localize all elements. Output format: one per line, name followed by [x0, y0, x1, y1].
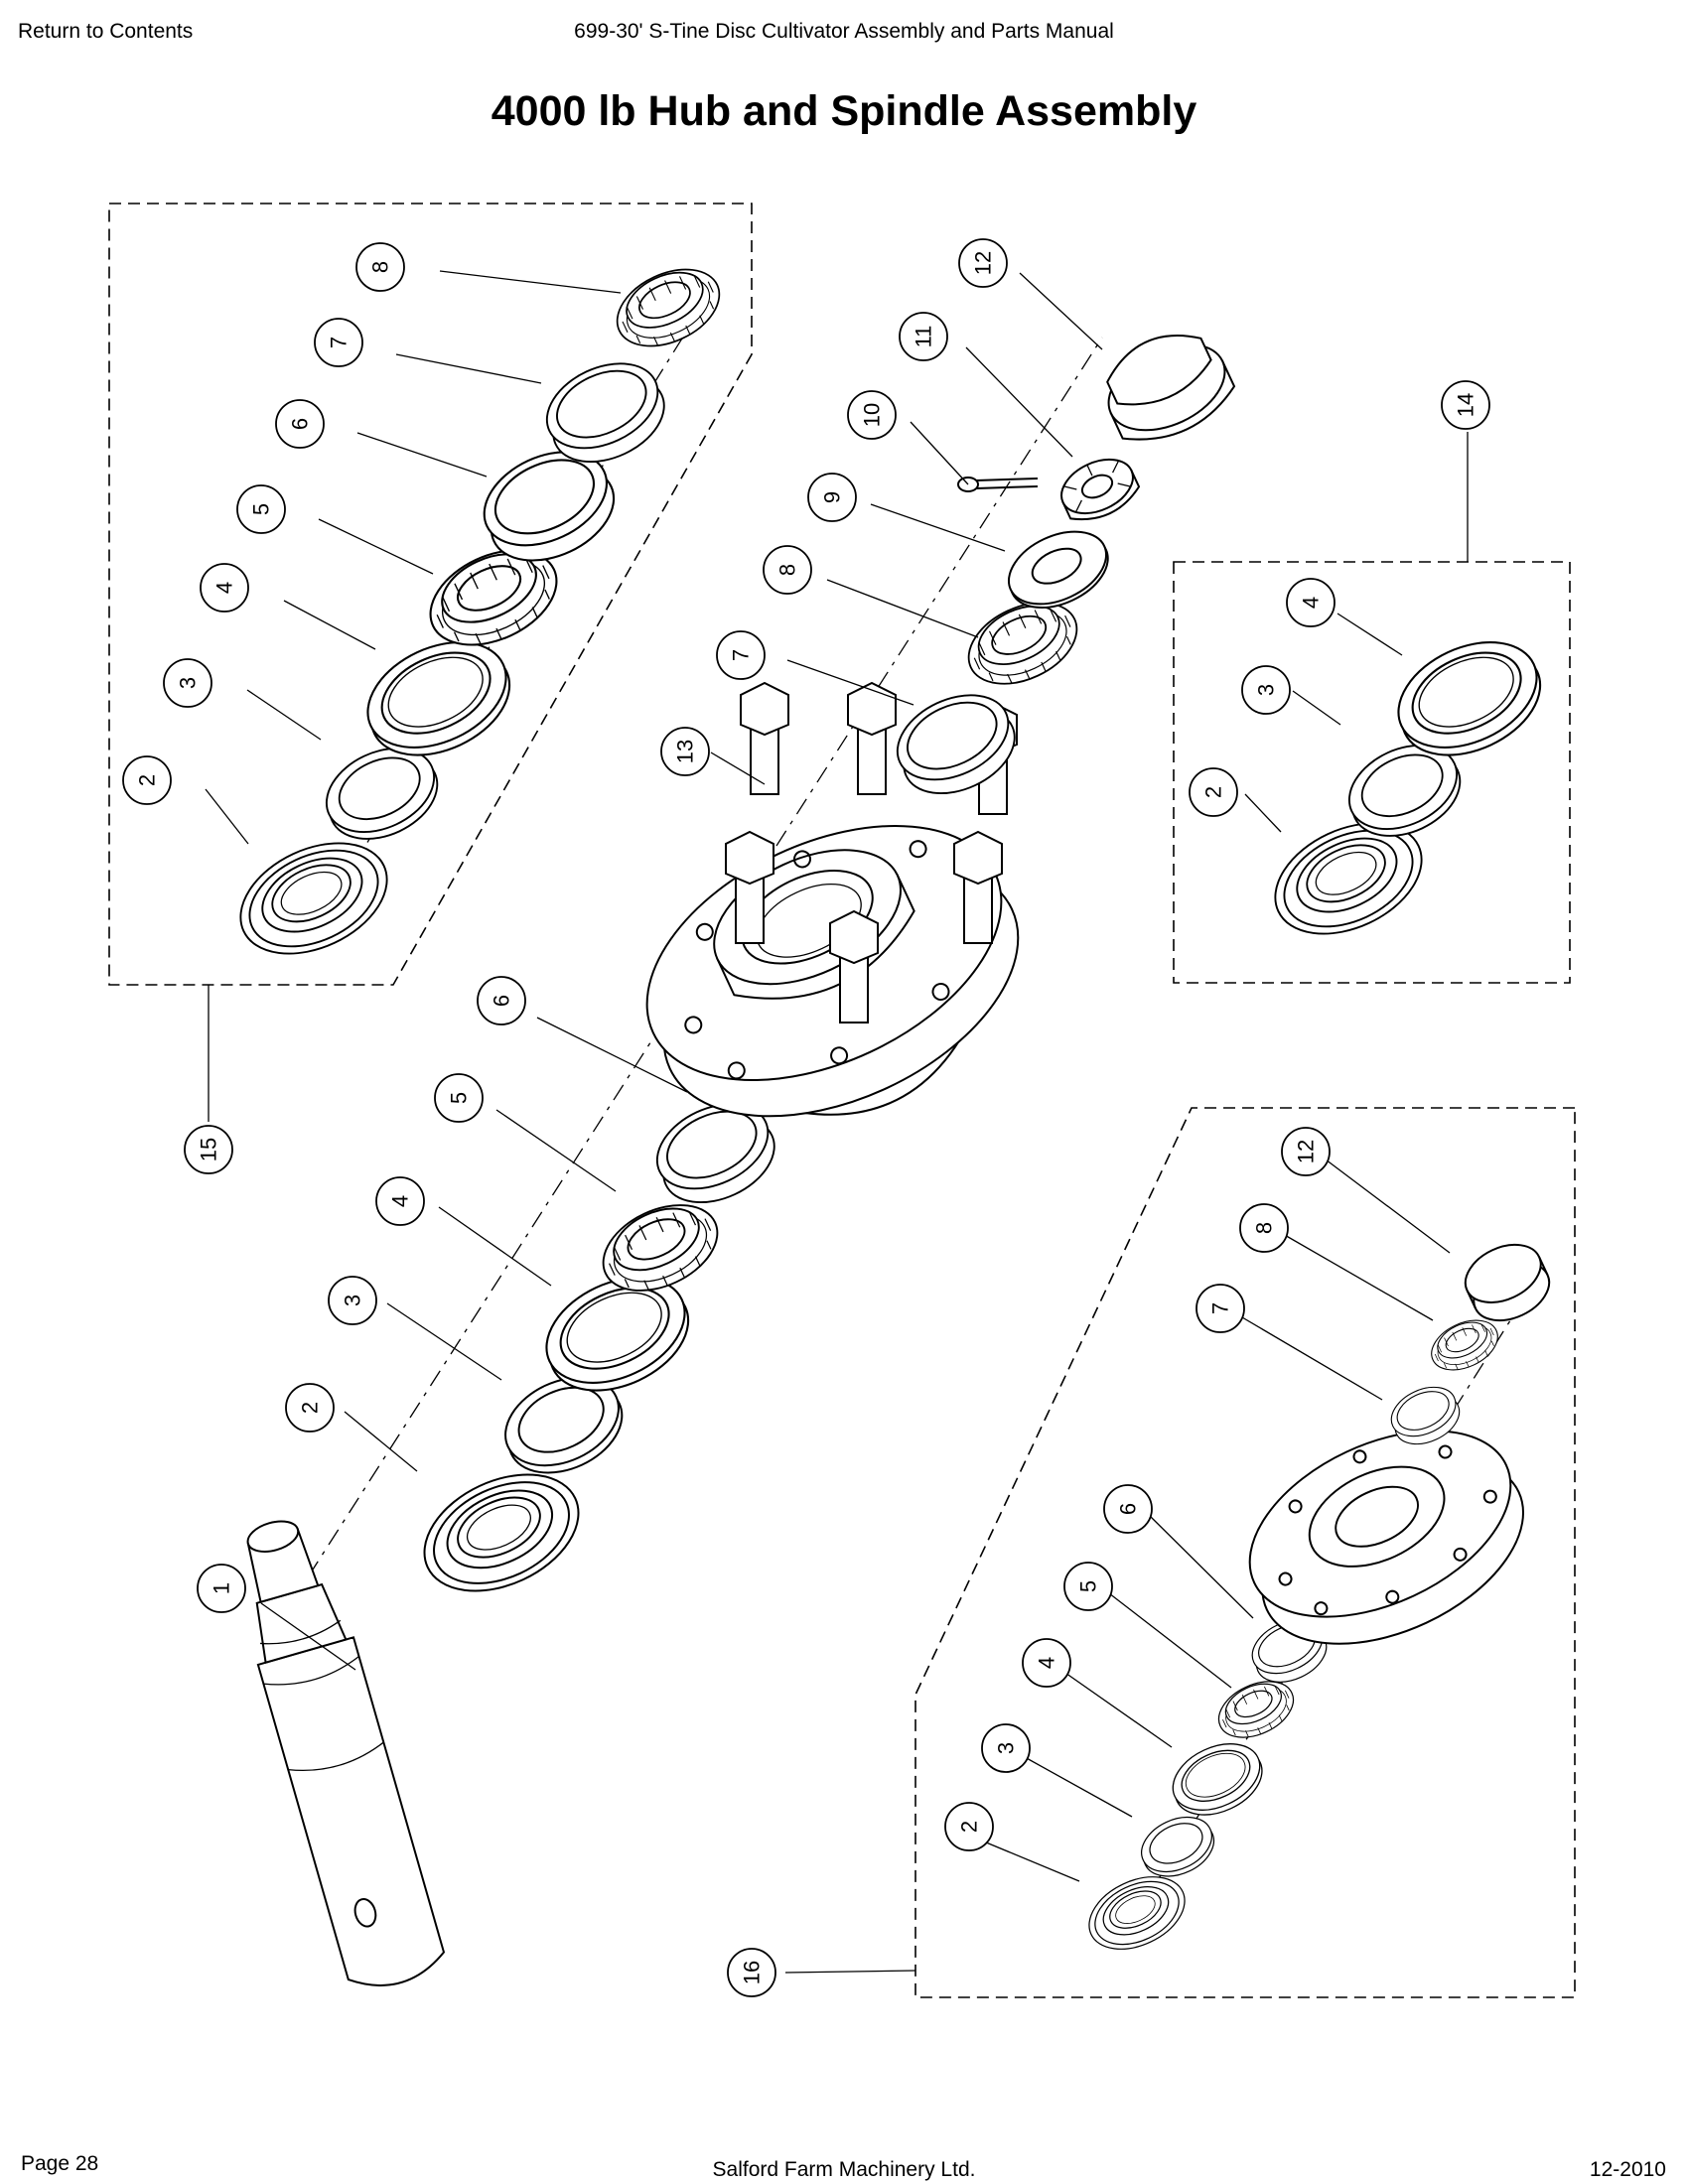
callout-kit-15-7: 7	[314, 318, 363, 367]
callout-main-10: 10	[847, 390, 897, 440]
return-to-contents-link[interactable]: Return to Contents	[18, 20, 194, 43]
main-assembly-parts	[246, 335, 1236, 1986]
callout-kit-16-8: 8	[1239, 1203, 1289, 1253]
callout-kit-15-8: 8	[355, 242, 405, 292]
callout-kit-15-5: 5	[236, 484, 286, 534]
callout-label: 1	[210, 1582, 234, 1594]
revision-date: 12-2010	[1589, 2158, 1666, 2181]
callout-kit-15-3: 3	[163, 658, 212, 708]
callout-kit-14-3: 3	[1241, 665, 1291, 715]
callout-main-3: 3	[328, 1276, 377, 1325]
callout-kit-16-16: 16	[727, 1948, 776, 1997]
callout-label: 3	[176, 677, 201, 689]
callout-kit-14-4: 4	[1286, 578, 1336, 627]
callout-label: 7	[1208, 1302, 1233, 1314]
callout-kit-15-4: 4	[200, 563, 249, 613]
kit-15-outline	[108, 203, 753, 986]
callout-kit-16-4: 4	[1022, 1638, 1071, 1688]
callout-label: 16	[740, 1961, 765, 1984]
kit-14-outline	[1173, 561, 1571, 984]
callout-main-7: 7	[716, 630, 766, 680]
callout-main-11: 11	[899, 312, 948, 361]
callout-kit-16-2: 2	[944, 1802, 994, 1851]
callout-label: 6	[490, 995, 514, 1007]
callout-label: 3	[1254, 684, 1279, 696]
company-name: Salford Farm Machinery Ltd.	[712, 2158, 976, 2181]
callout-main-12: 12	[958, 238, 1008, 288]
kit-16-outline	[914, 1107, 1576, 1998]
callout-label: 12	[971, 251, 996, 275]
callout-label: 8	[368, 261, 393, 273]
callout-label: 5	[1076, 1580, 1101, 1592]
callout-kit-16-3: 3	[981, 1723, 1031, 1773]
callout-label: 3	[341, 1295, 365, 1306]
callout-balloons: 1234567891011121323456781523414234567812…	[122, 238, 1490, 1997]
callout-label: 7	[729, 649, 754, 661]
callout-label: 2	[298, 1402, 323, 1414]
callout-label: 4	[1299, 597, 1324, 609]
callout-main-13: 13	[660, 727, 710, 776]
callout-label: 2	[1201, 786, 1226, 798]
page-number: Page 28	[21, 2152, 99, 2175]
callout-label: 7	[327, 337, 352, 348]
callout-label: 5	[447, 1092, 472, 1104]
callout-kit-15-2: 2	[122, 755, 172, 805]
callout-label: 6	[1116, 1503, 1141, 1515]
callout-kit-16-7: 7	[1196, 1284, 1245, 1333]
page-title: 4000 lb Hub and Spindle Assembly	[491, 87, 1197, 135]
callout-kit-15-6: 6	[275, 399, 325, 449]
callout-label: 3	[994, 1742, 1019, 1754]
callout-main-1: 1	[197, 1564, 246, 1613]
callout-label: 12	[1294, 1140, 1319, 1163]
kit-16-parts	[1076, 1243, 1551, 1965]
callout-kit-16-5: 5	[1063, 1562, 1113, 1611]
callout-label: 2	[957, 1821, 982, 1833]
callout-label: 13	[673, 740, 698, 763]
callout-label: 5	[249, 503, 274, 515]
hub	[645, 824, 1020, 1118]
callout-kit-15-15: 15	[184, 1125, 233, 1174]
callout-label: 6	[288, 418, 313, 430]
callout-label: 8	[775, 564, 800, 576]
callout-kit-14-14: 14	[1441, 380, 1490, 430]
kit-15-parts	[221, 253, 733, 977]
callout-label: 9	[820, 491, 845, 503]
callout-label: 4	[1035, 1657, 1059, 1669]
callout-main-6: 6	[477, 976, 526, 1025]
callout-label: 15	[197, 1138, 221, 1161]
kit-14-parts	[1256, 620, 1559, 957]
callout-main-2: 2	[285, 1383, 335, 1433]
callout-label: 4	[388, 1195, 413, 1207]
callout-label: 8	[1252, 1222, 1277, 1234]
callout-kit-16-12: 12	[1281, 1127, 1331, 1176]
callout-label: 2	[135, 774, 160, 786]
callout-main-4: 4	[375, 1176, 425, 1226]
callout-label: 10	[860, 403, 885, 427]
callout-label: 4	[212, 582, 237, 594]
leader-lines	[205, 270, 1451, 1882]
callout-main-5: 5	[434, 1073, 484, 1123]
callout-main-9: 9	[807, 473, 857, 522]
callout-kit-14-2: 2	[1189, 767, 1238, 817]
callout-label: 11	[912, 326, 936, 348]
callout-kit-16-6: 6	[1103, 1484, 1153, 1534]
callout-main-8: 8	[763, 545, 812, 595]
callout-label: 14	[1454, 393, 1478, 417]
